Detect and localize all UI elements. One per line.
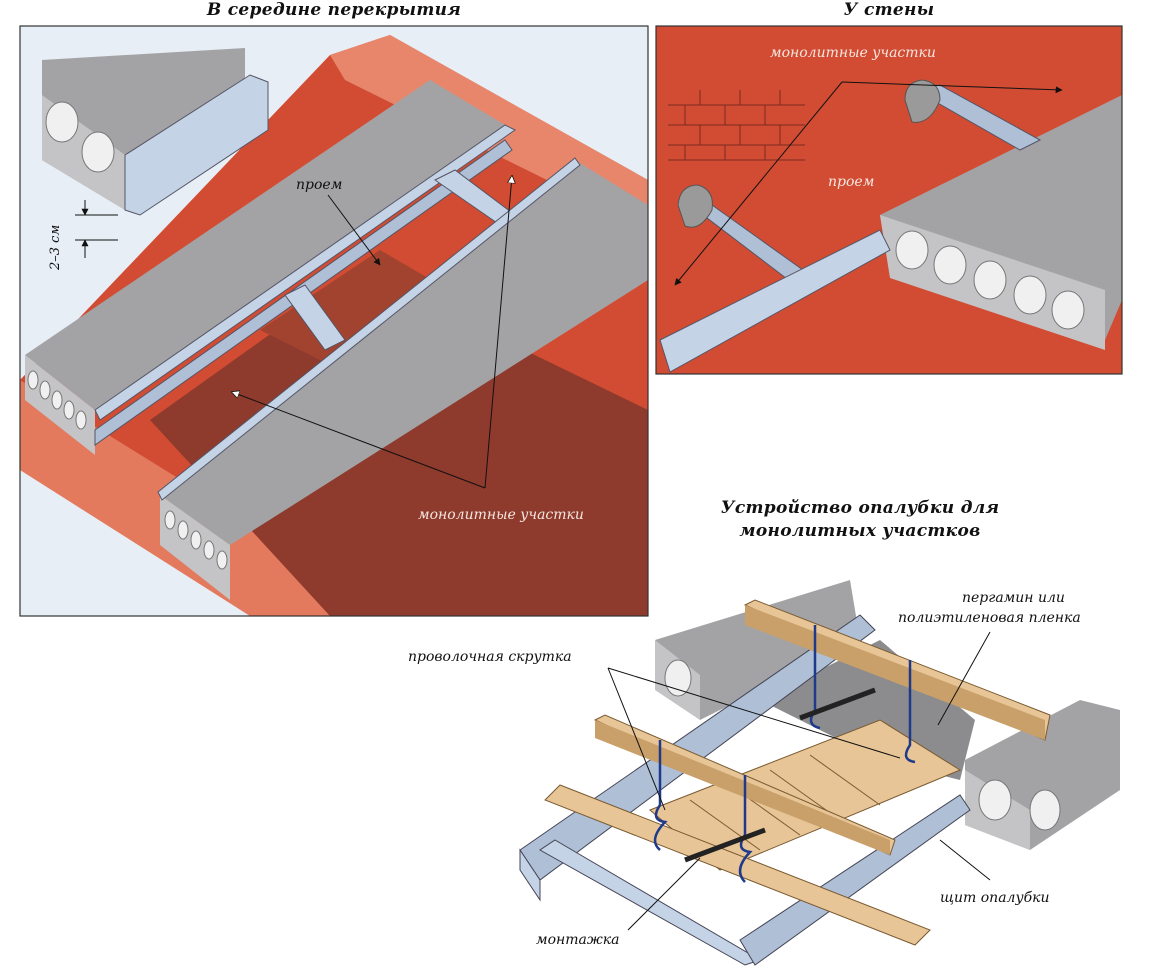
label-wire-twist: проволочная скрутка <box>408 649 572 665</box>
formwork-slab-left <box>655 580 860 720</box>
label-membrane-line1: пергамин или <box>962 590 1065 606</box>
label-opening-right: проем <box>828 174 875 190</box>
hollow-core-slab-right <box>160 160 648 545</box>
brick-pattern <box>668 90 805 161</box>
pry-bar-upper <box>799 687 876 721</box>
panel-at-wall <box>656 26 1122 374</box>
pry-bar-lower <box>684 827 766 863</box>
label-gap: 2–3 см <box>48 224 63 270</box>
label-membrane-line2: полиэтиленовая пленка <box>898 610 1081 626</box>
title-middle-of-slab: В середине перекрытия <box>206 0 462 20</box>
title-at-wall: У стены <box>843 0 935 20</box>
label-pry-bar: монтажка <box>536 932 620 948</box>
label-monolithic-right: монолитные участки <box>770 45 936 61</box>
formwork-illustration <box>519 580 1120 966</box>
steel-beam-long <box>659 229 891 373</box>
panel-middle-of-slab <box>20 26 648 616</box>
steel-channel-side <box>539 839 762 966</box>
label-opening-left: проем <box>296 177 343 193</box>
wooden-plank-lower <box>544 784 931 946</box>
label-monolithic-left: монолитные участки <box>418 507 584 523</box>
label-formwork-panel: щит опалубки <box>940 890 1050 906</box>
hollow-core-slab-left <box>25 80 505 410</box>
title-formwork-line2: монолитных участков <box>739 521 981 541</box>
title-formwork-line1: Устройство опалубки для <box>720 498 1000 518</box>
